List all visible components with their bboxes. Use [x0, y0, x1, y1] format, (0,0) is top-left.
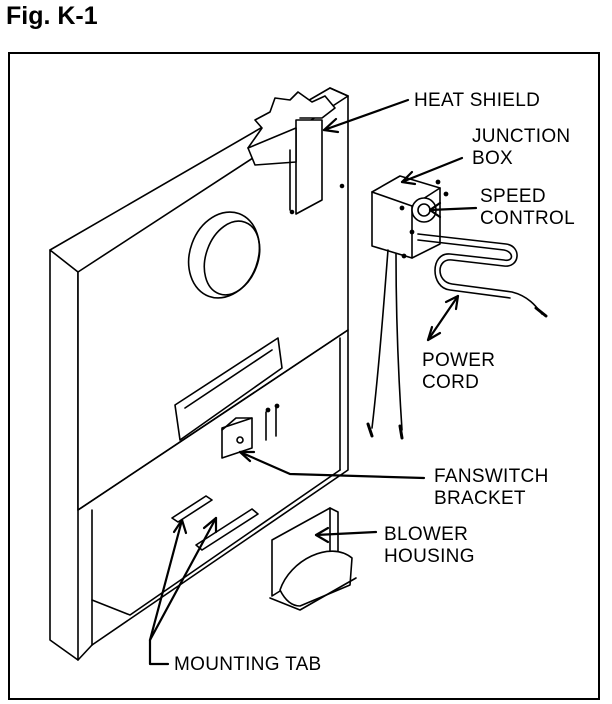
power-cord-label-line1: POWER — [422, 350, 496, 371]
heat-shield — [247, 91, 345, 215]
junction-box-shape — [366, 175, 449, 440]
blower-housing-shape — [269, 507, 357, 611]
power-cord-label-line2: CORD — [422, 372, 480, 393]
fanswitch-bracket-label-line2: BRACKET — [434, 488, 526, 509]
speed-control-label-line1: SPEED — [480, 186, 546, 207]
blower-opening — [174, 337, 283, 441]
fanswitch-bracket-shape — [221, 403, 280, 459]
fanswitch-bracket-label-line1: FANSWITCH — [434, 466, 549, 487]
junction-box-label-line2: BOX — [472, 148, 514, 169]
furnace-cabinet — [49, 87, 349, 661]
speed-control-label-line2: CONTROL — [480, 208, 575, 229]
power-cord-shape — [417, 233, 548, 318]
junction-box-label-line1: JUNCTION — [472, 126, 571, 147]
mounting-tabs-shape — [171, 495, 259, 551]
figure-frame — [8, 52, 600, 700]
mounting-tab-label: MOUNTING TAB — [174, 654, 322, 675]
figure-title: Fig. K-1 — [6, 2, 98, 30]
blower-housing-label-line1: BLOWER — [384, 524, 469, 545]
blower-housing-label-line2: HOUSING — [384, 546, 475, 567]
flue-collar — [187, 211, 261, 299]
leader-lines — [148, 98, 478, 666]
heat-shield-label: HEAT SHIELD — [414, 90, 541, 111]
